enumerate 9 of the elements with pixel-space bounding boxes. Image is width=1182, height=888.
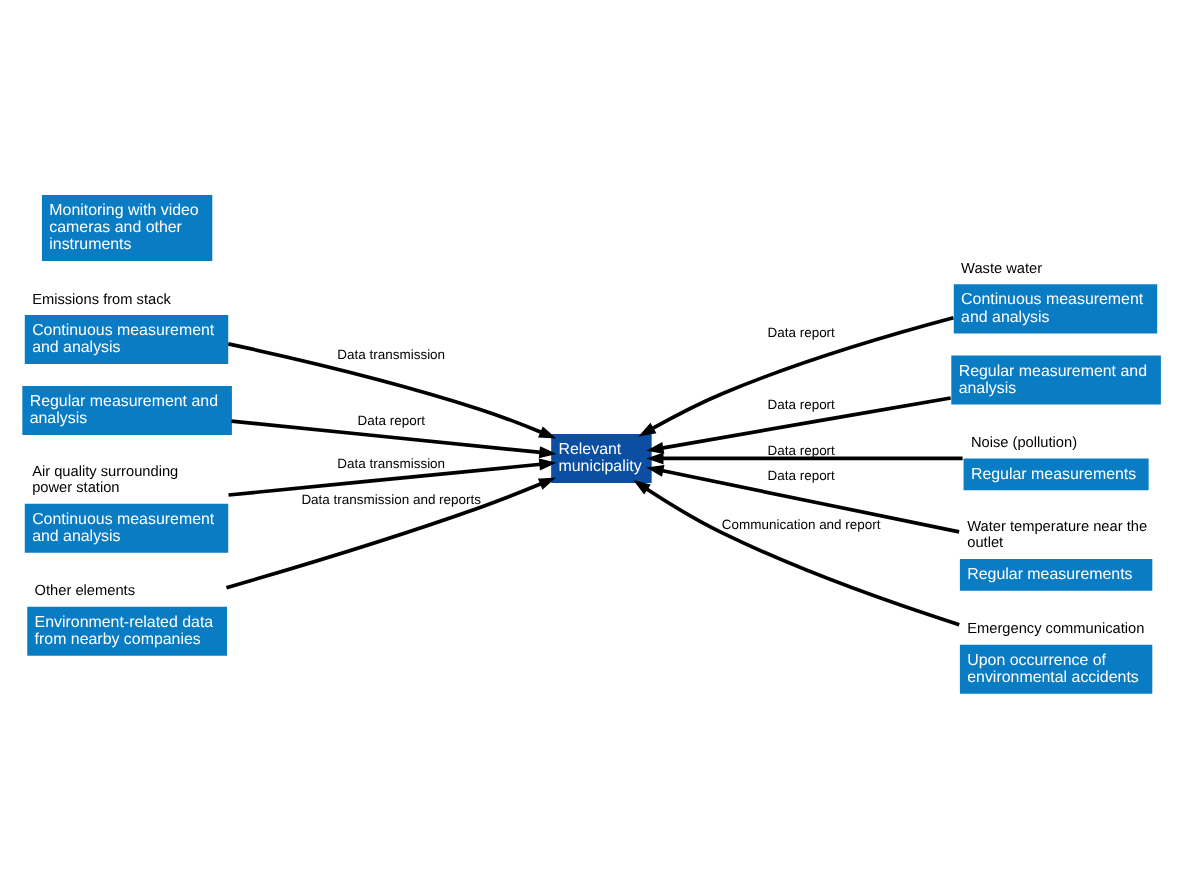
arrow <box>228 458 557 497</box>
arrow <box>646 452 963 465</box>
arrow <box>646 396 951 454</box>
arrow <box>227 342 557 439</box>
arrow <box>633 479 960 627</box>
arrow <box>225 477 557 590</box>
arrow <box>231 419 557 459</box>
arrow <box>638 316 954 437</box>
arrow <box>646 465 960 534</box>
